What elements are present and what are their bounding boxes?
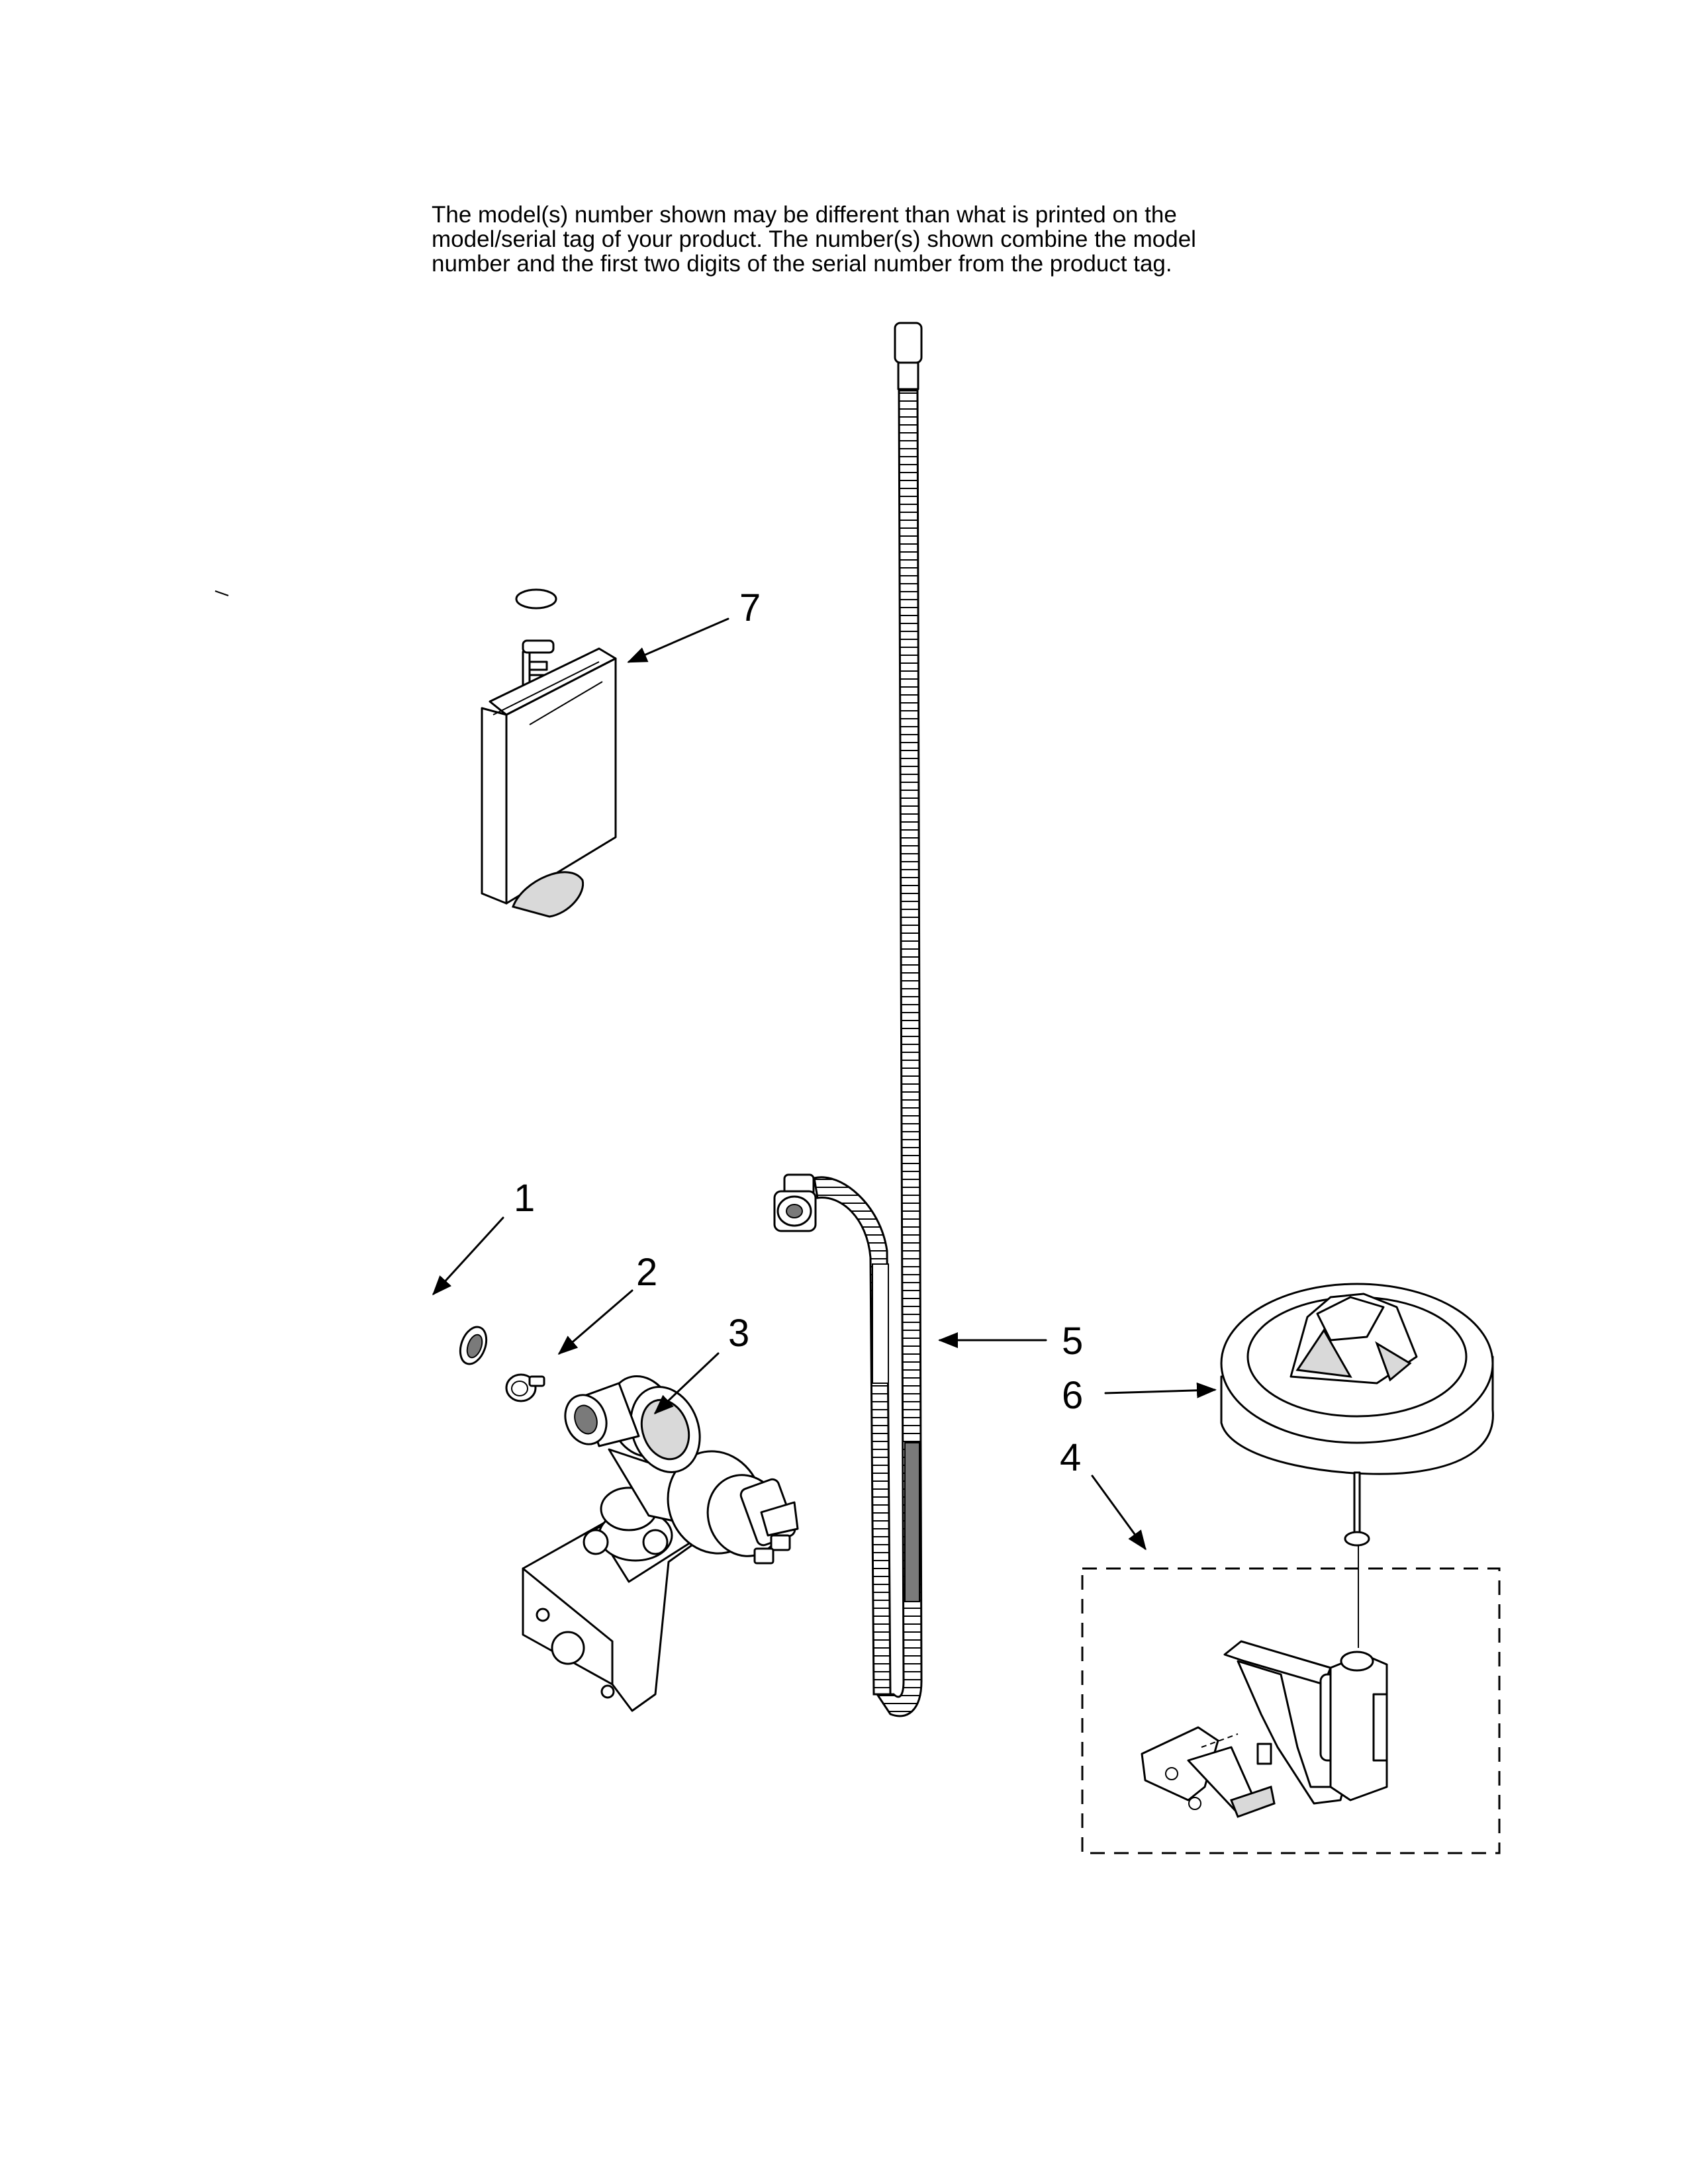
callout-4: 4 — [1060, 1436, 1081, 1479]
callout-7: 7 — [739, 586, 761, 629]
model-number-notice: The model(s) number shown may be differe… — [432, 203, 1358, 276]
callout-1: 1 — [514, 1177, 535, 1220]
callout-3: 3 — [728, 1312, 749, 1355]
inlet-hose-icon — [773, 322, 923, 1717]
callout-2: 2 — [636, 1251, 657, 1294]
callout-6: 6 — [1062, 1374, 1083, 1417]
callout-5: 5 — [1062, 1320, 1083, 1363]
hose-clamp-icon — [505, 1373, 545, 1402]
drain-hose-icon — [179, 370, 557, 1365]
water-valve-icon — [522, 1375, 799, 1712]
callout-leaders — [432, 617, 1217, 1551]
air-gap-icon — [481, 639, 617, 918]
notice-line-2: model/serial tag of your product. The nu… — [432, 226, 1196, 252]
notice-line-1: The model(s) number shown may be differe… — [432, 202, 1177, 228]
float-switch-assembly-icon — [1081, 1545, 1501, 1854]
float-icon — [1220, 1283, 1494, 1547]
notice-line-3: number and the first two digits of the s… — [432, 251, 1172, 277]
